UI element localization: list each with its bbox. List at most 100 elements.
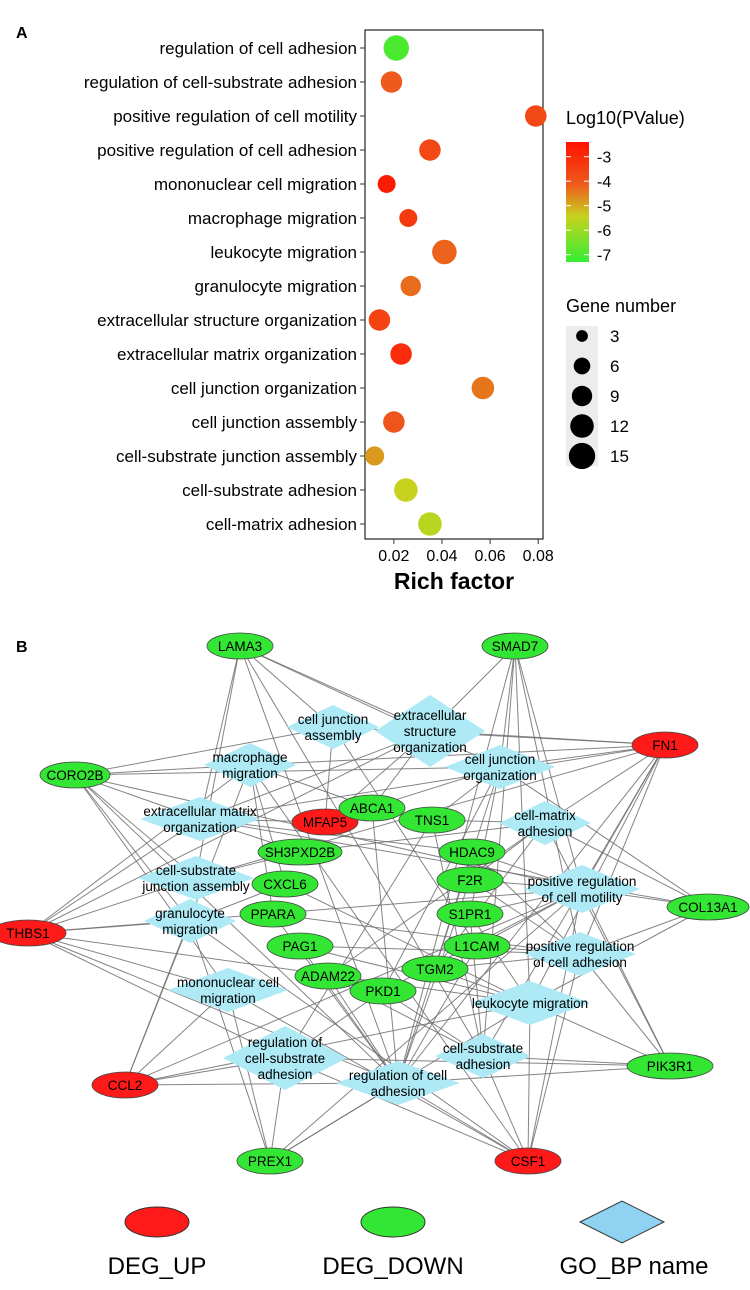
color-legend-ticks: -3-4-5-6-7 bbox=[566, 150, 611, 265]
gene-ellipse bbox=[0, 919, 67, 947]
data-point bbox=[419, 139, 441, 161]
network-edge bbox=[499, 766, 709, 908]
network-edge bbox=[27, 764, 251, 934]
color-legend: Log10(PValue) -3-4-5-6-7 bbox=[566, 108, 685, 265]
gene-ellipse bbox=[251, 870, 319, 898]
data-point bbox=[365, 446, 385, 466]
go-term-label: extracellular bbox=[394, 708, 467, 723]
go-term-label: macrophage bbox=[212, 750, 287, 765]
color-tick-label: -7 bbox=[597, 248, 611, 265]
network-node-up: CCL2 bbox=[91, 1071, 159, 1099]
y-tick-label: mononuclear cell migration bbox=[154, 175, 357, 194]
network-node-down: PKD1 bbox=[349, 977, 417, 1005]
go-term-label: organization bbox=[163, 820, 237, 835]
network-edge bbox=[284, 1057, 529, 1162]
color-tick-label: -3 bbox=[597, 150, 611, 167]
gene-label: PIK3R1 bbox=[647, 1059, 694, 1074]
network-node-down: ABCA1 bbox=[338, 794, 406, 822]
size-legend-title: Gene number bbox=[566, 296, 676, 316]
legend-down-symbol bbox=[360, 1206, 426, 1238]
data-points bbox=[365, 35, 547, 536]
network-edge bbox=[74, 766, 501, 776]
gene-label: PKD1 bbox=[365, 984, 400, 999]
x-axis-label: Rich factor bbox=[394, 568, 514, 594]
gene-label: L1CAM bbox=[454, 939, 499, 954]
gene-ellipse bbox=[257, 838, 343, 866]
gene-label: PAG1 bbox=[282, 939, 317, 954]
network-edge bbox=[199, 730, 431, 820]
y-tick-label: cell junction assembly bbox=[192, 413, 358, 432]
go-term-diamond bbox=[336, 1061, 460, 1105]
gene-label: CORO2B bbox=[46, 768, 103, 783]
gene-label: CXCL6 bbox=[263, 877, 307, 892]
gene-label: F2R bbox=[457, 873, 483, 888]
y-tick-label: cell-substrate adhesion bbox=[182, 481, 357, 500]
y-ticks bbox=[360, 47, 365, 525]
network-edge bbox=[74, 726, 334, 776]
network-legend: DEG_UP DEG_DOWN GO_BP name bbox=[108, 1200, 708, 1280]
network-edge bbox=[299, 822, 546, 853]
network-edge bbox=[27, 730, 431, 934]
network-node-down: COL13A1 bbox=[666, 893, 750, 921]
x-tick-label: 0.06 bbox=[475, 548, 506, 565]
go-term-label: positive regulation bbox=[528, 874, 637, 889]
network-edge bbox=[544, 744, 666, 824]
legend-down-label: DEG_DOWN bbox=[322, 1253, 463, 1280]
go-term-label: migration bbox=[200, 991, 256, 1006]
y-tick-label: granulocyte migration bbox=[194, 277, 357, 296]
size-legend-label: 12 bbox=[610, 417, 629, 436]
data-point bbox=[368, 309, 391, 331]
go-term-diamond bbox=[445, 745, 555, 789]
network-edge bbox=[239, 645, 399, 1084]
go-term-label: junction assembly bbox=[141, 879, 250, 894]
network-edge bbox=[239, 645, 484, 1057]
go-term-label: structure bbox=[404, 724, 457, 739]
network-edge bbox=[272, 913, 581, 955]
network-node-down: PREX1 bbox=[236, 1147, 304, 1175]
go-term-diamond bbox=[287, 705, 379, 749]
network-edge bbox=[199, 744, 666, 820]
data-point bbox=[390, 343, 412, 365]
legend-up-label: DEG_UP bbox=[108, 1253, 207, 1280]
go-term-label: granulocyte bbox=[155, 906, 225, 921]
gene-ellipse bbox=[91, 1071, 159, 1099]
gene-label: MFAP5 bbox=[303, 815, 347, 830]
network-edge bbox=[269, 888, 583, 1162]
go-term-label: extracellular matrix bbox=[143, 804, 257, 819]
go-term-label: cell junction bbox=[465, 752, 536, 767]
network-node-up: THBS1 bbox=[0, 919, 67, 947]
size-legend-label: 3 bbox=[610, 327, 619, 346]
y-tick-label: regulation of cell-substrate adhesion bbox=[84, 73, 357, 92]
data-point bbox=[383, 35, 409, 61]
network-edge bbox=[471, 851, 581, 955]
data-point bbox=[418, 512, 442, 536]
color-tick-label: -4 bbox=[597, 174, 611, 191]
go-term-label: of cell adhesion bbox=[533, 955, 627, 970]
network-edge bbox=[284, 819, 433, 1059]
go-term-label: organization bbox=[463, 768, 537, 783]
network-node-down: HDAC9 bbox=[438, 838, 506, 866]
gene-ellipse bbox=[666, 893, 750, 921]
network-edge bbox=[27, 818, 201, 934]
color-tick-label: -5 bbox=[597, 199, 611, 216]
gene-label: ABCA1 bbox=[350, 801, 394, 816]
network-node-go: leukocyte migration bbox=[470, 981, 590, 1025]
data-point bbox=[380, 71, 403, 93]
go-term-label: adhesion bbox=[371, 1084, 426, 1099]
size-legend-dot bbox=[576, 330, 588, 342]
network-edge bbox=[189, 920, 529, 1162]
network-node-down: CORO2B bbox=[39, 761, 111, 789]
y-tick-label: positive regulation of cell adhesion bbox=[97, 141, 357, 160]
network-edge bbox=[527, 888, 583, 1162]
network-node-down: ADAM22 bbox=[294, 962, 362, 990]
gene-ellipse bbox=[631, 731, 699, 759]
